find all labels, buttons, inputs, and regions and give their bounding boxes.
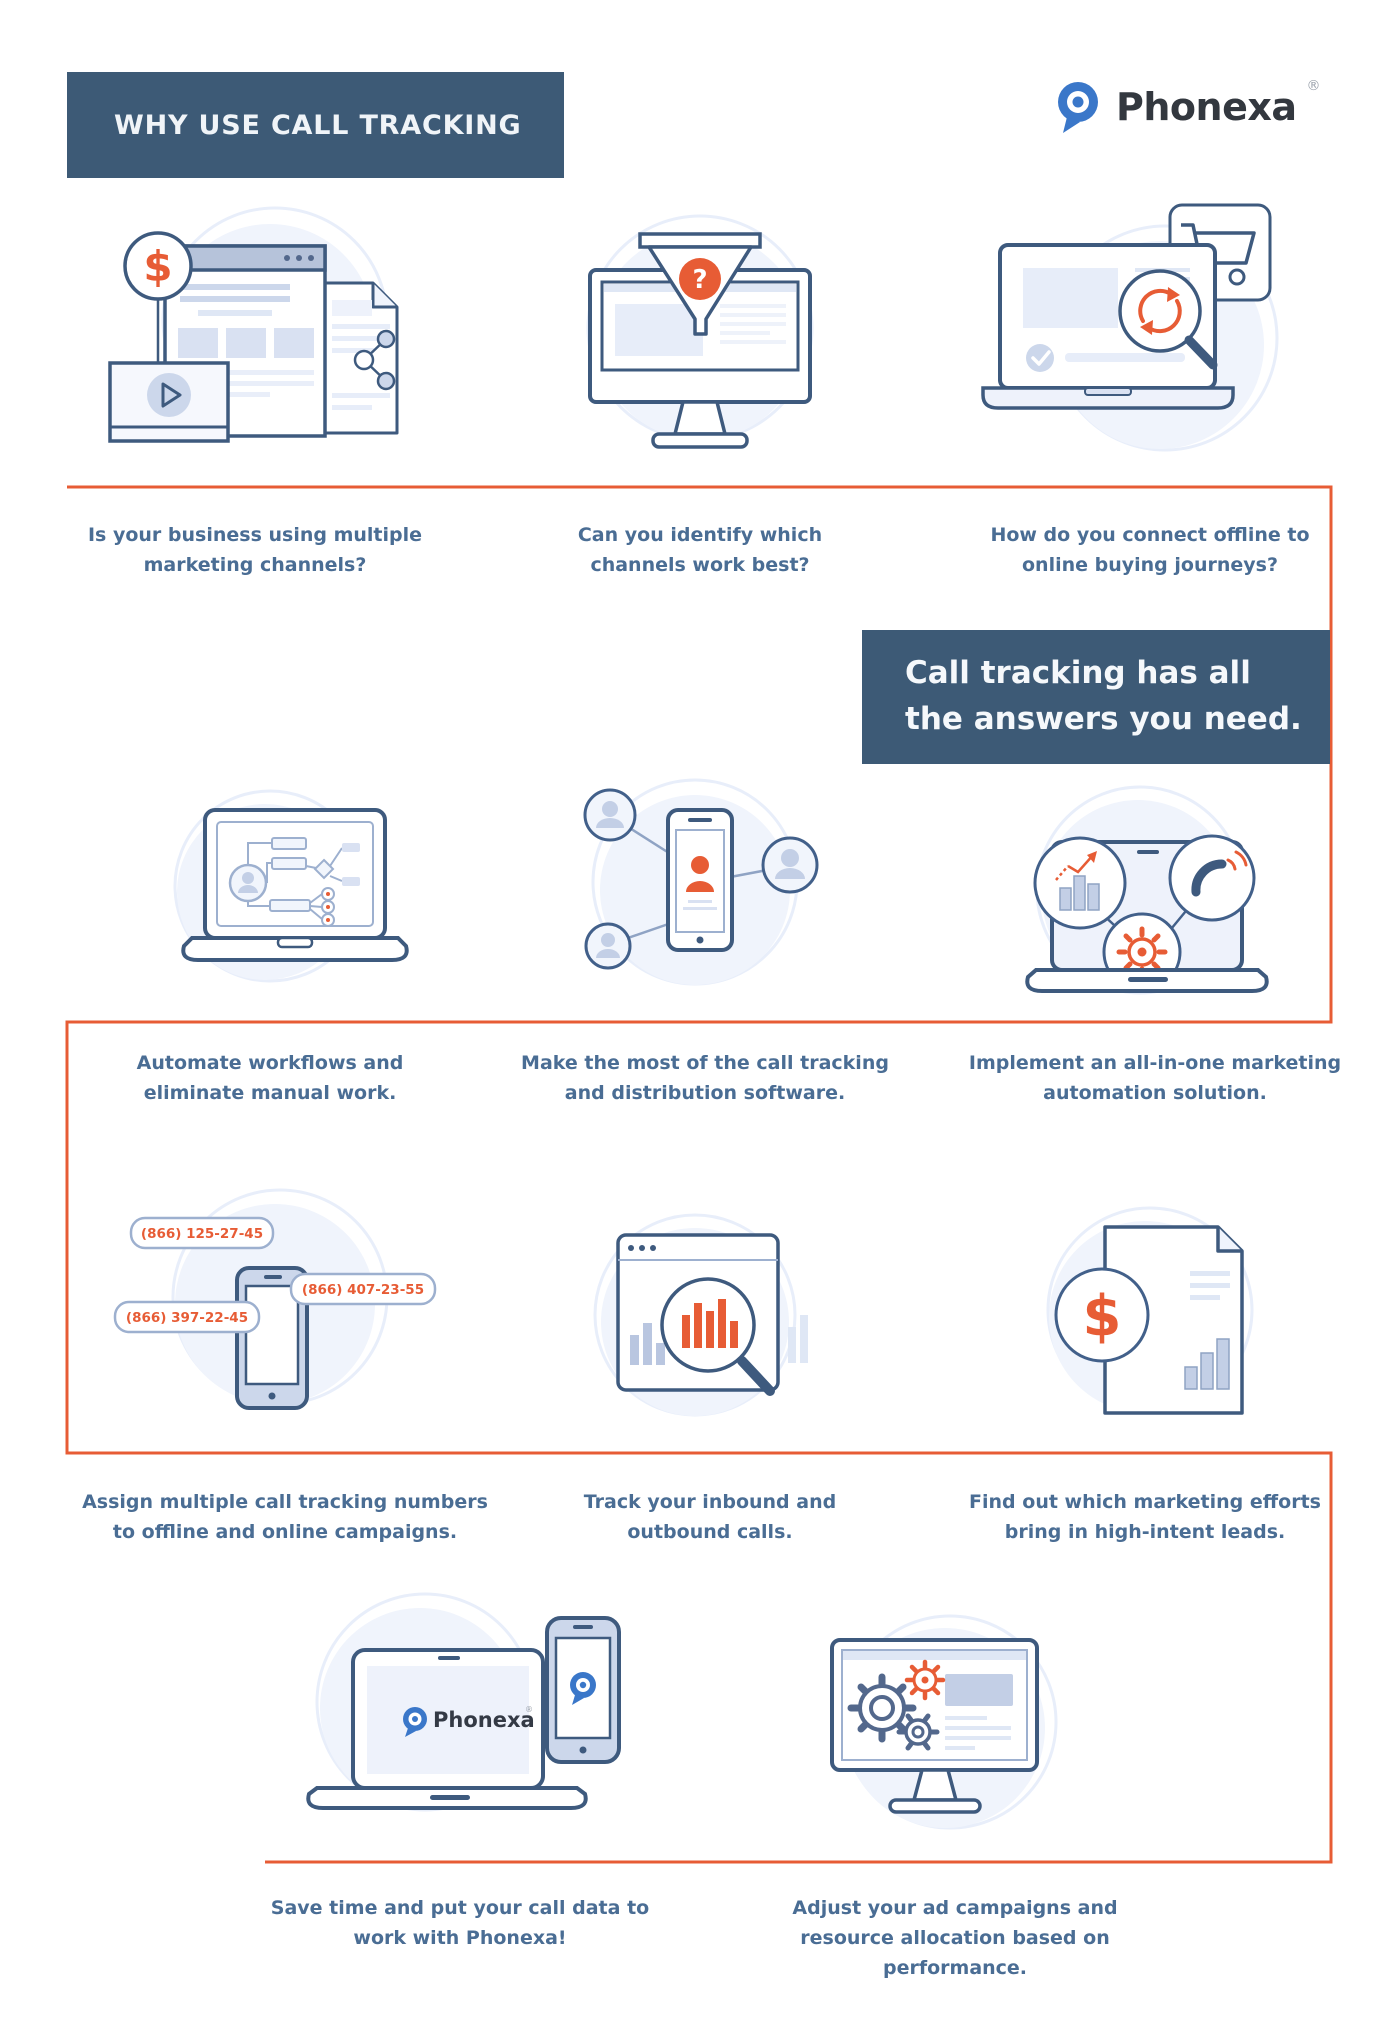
caption-all-in-one: Implement an all-in-one marketing automa… xyxy=(968,1052,1342,1104)
user-avatar-icon xyxy=(584,922,632,970)
magnifier-icon xyxy=(660,1277,775,1396)
multichannel-illustration: $ xyxy=(108,206,399,443)
answers-banner: Call tracking has all the answers you ne… xyxy=(862,630,1330,764)
svg-text:(866) 125-27-45: (866) 125-27-45 xyxy=(141,1226,263,1242)
brand-wordmark: Phonexa xyxy=(1116,85,1297,129)
tracking-number-pill: (866) 397-22-45 xyxy=(113,1300,261,1334)
svg-text:(866) 407-23-55: (866) 407-23-55 xyxy=(302,1282,424,1298)
gears-icon xyxy=(847,1659,946,1751)
bar-chart-icon xyxy=(630,1323,665,1365)
share-icon xyxy=(353,329,396,391)
caption-multichannel: Is your business using multiple marketin… xyxy=(87,524,423,576)
offline-online-illustration xyxy=(981,203,1279,452)
monitor-stand xyxy=(911,1768,959,1802)
high-intent-leads-illustration: $ xyxy=(1046,1206,1254,1415)
report-document-icon xyxy=(1103,1225,1244,1415)
phonexa-devices-illustration: Phonexa ® xyxy=(306,1592,621,1812)
phone-icon xyxy=(545,1616,621,1764)
user-avatar-icon xyxy=(761,836,819,894)
phonexa-pin-icon xyxy=(570,1672,596,1705)
funnel-icon: ? xyxy=(638,232,762,336)
call-distribution-illustration xyxy=(583,778,819,986)
dollar-icon: $ xyxy=(1054,1267,1150,1363)
page-title-banner: WHY USE CALL TRACKING xyxy=(67,72,564,178)
gear-icon xyxy=(904,1659,946,1701)
svg-text:$: $ xyxy=(143,242,172,291)
phonexa-pin-icon xyxy=(1058,82,1098,133)
check-icon xyxy=(1026,344,1054,372)
phone-call-icon xyxy=(1168,834,1256,922)
page-title: WHY USE CALL TRACKING xyxy=(114,109,522,141)
registered-mark: ® xyxy=(1306,78,1321,94)
answers-banner-text: Call tracking has all the answers you ne… xyxy=(905,655,1302,737)
workflow-icon xyxy=(228,837,360,927)
phone-icon xyxy=(666,808,734,952)
caption-automate: Automate workflows and eliminate manual … xyxy=(136,1052,404,1104)
all-in-one-illustration xyxy=(1025,785,1269,995)
caption-software: Make the most of the call tracking and d… xyxy=(521,1052,889,1104)
phonexa-pin-icon xyxy=(403,1707,427,1737)
contact-person-icon xyxy=(691,856,709,874)
caption-save-time: Save time and put your call data to work… xyxy=(270,1897,650,1949)
tracking-numbers-illustration: (866) 125-27-45 (866) 407-23-55 (866) 39… xyxy=(113,1188,437,1410)
svg-text:(866) 397-22-45: (866) 397-22-45 xyxy=(126,1310,248,1326)
caption-offline-online: How do you connect offline to online buy… xyxy=(990,524,1310,576)
funnel-monitor-illustration: ? xyxy=(586,214,814,449)
monitor-stand xyxy=(672,400,728,436)
laptop-icon: Phonexa ® xyxy=(306,1648,588,1810)
ad-adjustment-illustration xyxy=(830,1614,1058,1830)
svg-text:?: ? xyxy=(692,265,707,295)
tracking-number-pill: (866) 407-23-55 xyxy=(289,1272,437,1306)
screen-brand-text: Phonexa xyxy=(433,1708,535,1732)
bar-chart-icon xyxy=(1184,1338,1230,1390)
caption-assign-numbers: Assign multiple call tracking numbers to… xyxy=(82,1491,488,1543)
refresh-search-icon xyxy=(1118,269,1218,370)
caption-track-calls: Track your inbound and outbound calls. xyxy=(583,1491,837,1543)
registered-mark: ® xyxy=(525,1705,533,1714)
question-icon xyxy=(679,258,721,300)
user-avatar-icon xyxy=(583,788,637,842)
call-tracking-chart-illustration xyxy=(593,1213,808,1417)
caption-identify: Can you identify which channels work bes… xyxy=(577,524,823,576)
video-player-icon xyxy=(108,361,230,443)
workflow-illustration xyxy=(173,789,409,983)
phone-icon xyxy=(235,1266,309,1410)
caption-find-leads: Find out which marketing efforts bring i… xyxy=(969,1491,1321,1543)
chart-growth-icon xyxy=(1033,836,1127,930)
dollar-icon: $ xyxy=(123,231,193,301)
tracking-number-pill: (866) 125-27-45 xyxy=(129,1216,275,1250)
caption-adjust-ads: Adjust your ad campaigns and resource al… xyxy=(792,1897,1118,1979)
brand-logo: Phonexa ® xyxy=(1050,76,1321,138)
svg-text:$: $ xyxy=(1083,1284,1122,1349)
